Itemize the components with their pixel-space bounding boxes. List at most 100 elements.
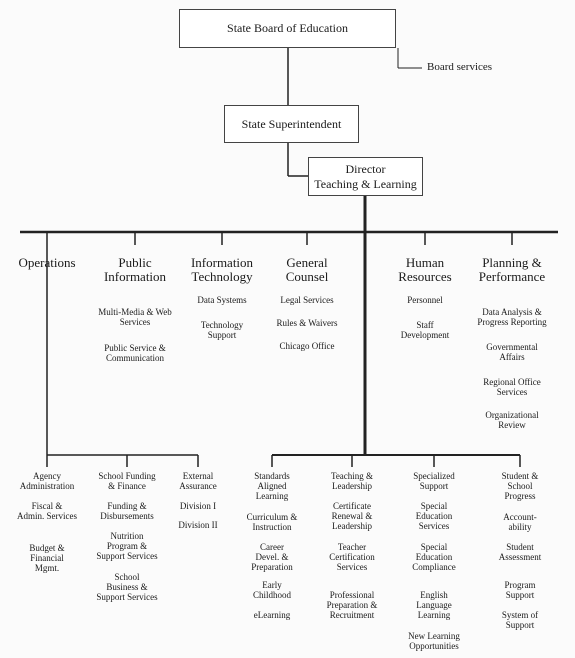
dept-1-item-line: Public Service &	[104, 343, 166, 353]
teaching-group-2-item-line: Education	[415, 552, 453, 562]
operations-group-1-item-line: Business &	[106, 582, 148, 592]
operations-group-2-item-line: External	[182, 471, 214, 481]
teaching-group-2-item-line: Opportunities	[409, 641, 459, 651]
dept-4-item: Personnel	[407, 295, 443, 305]
teaching-group-2-item-line: Education	[415, 511, 453, 521]
operations-group-1-item-line: Support Services	[96, 551, 158, 561]
teaching-group-1-item-line: Leadership	[332, 521, 372, 531]
dept-5-item-line: Organizational	[485, 410, 539, 420]
operations-group-0-item-line: Administration	[19, 481, 75, 491]
teaching-group-0-item-line: Learning	[255, 491, 289, 501]
operations-group-2-item-line: Assurance	[179, 481, 217, 491]
dept-2-name-line: Technology	[191, 269, 253, 284]
dept-3-name-line: Counsel	[285, 269, 329, 284]
operations-group-1-item: Funding &Disbursements	[100, 501, 154, 521]
dept-3-item: Legal Services	[280, 295, 333, 305]
dept-4-item-line: Personnel	[407, 295, 443, 305]
operations-group-0-item-line: Financial	[30, 553, 64, 563]
teaching-group-0-item-line: Childhood	[252, 590, 292, 600]
teaching-group-1-item-line: Professional	[329, 590, 375, 600]
teaching-group-1-item-line: Preparation &	[326, 600, 378, 610]
dept-5-item-line: Services	[496, 387, 528, 397]
teaching-group-2-item-line: English	[420, 590, 448, 600]
teaching-group-0-item-line: Devel. &	[255, 552, 289, 562]
dept-5-name-line: Planning &	[482, 255, 542, 270]
dept-2-item: Data Systems	[197, 295, 246, 305]
teaching-group-1-item-line: Leadership	[332, 481, 372, 491]
dept-5-item-line: Progress Reporting	[477, 317, 547, 327]
teaching-group-1-item: Teaching &Leadership	[331, 471, 373, 491]
teaching-group-3-item-line: Account-	[503, 512, 537, 522]
dept-4-name-line: Resources	[398, 269, 452, 284]
teaching-group-3-item-line: ability	[508, 522, 532, 532]
operations-group-0-item-line: Mgmt.	[34, 563, 60, 573]
director-subtitle: Teaching & Learning	[314, 176, 417, 191]
teaching-group-3-item-line: School	[507, 481, 533, 491]
teaching-group-3-item-line: Support	[505, 620, 535, 630]
teaching-group-1-item-line: Renewal &	[331, 511, 373, 521]
teaching-group-1-item-line: Certificate	[333, 501, 371, 511]
state-board-box: State Board of Education	[179, 9, 396, 48]
teaching-group-0-item-line: Instruction	[252, 522, 292, 532]
teaching-group-1-item-line: Teacher	[337, 542, 367, 552]
teaching-group-0-item-line: Early	[262, 580, 282, 590]
dept-1-name-line: Public	[118, 255, 152, 270]
operations-group-1-item-line: Disbursements	[100, 511, 154, 521]
operations-group-1-item-line: & Finance	[108, 481, 146, 491]
dept-4-item-line: Development	[400, 330, 450, 340]
dept-0-name: Operations	[18, 256, 75, 270]
dept-1-item-line: Multi-Media & Web	[98, 307, 172, 317]
dept-1-item-line: Services	[119, 317, 151, 327]
dept-2-item-line: Data Systems	[197, 295, 247, 305]
teaching-group-3-item-line: System of	[501, 610, 539, 620]
dept-2-name-line: Information	[190, 255, 254, 270]
teaching-group-1-item-line: Recruitment	[329, 610, 375, 620]
teaching-group-3-item-line: Assessment	[498, 552, 542, 562]
operations-group-1-item-line: Nutrition	[110, 531, 144, 541]
dept-3-item: Rules & Waivers	[276, 318, 337, 328]
operations-group-0-item-line: Agency	[33, 471, 61, 481]
operations-group-1-item-line: Funding &	[107, 501, 147, 511]
teaching-group-0-item-line: Preparation	[251, 562, 293, 572]
dept-3-name-line: General	[286, 255, 328, 270]
teaching-group-1-item-line: Certification	[329, 552, 375, 562]
teaching-group-0-item-line: eLearning	[253, 610, 291, 620]
teaching-group-2-item-line: Services	[418, 521, 450, 531]
dept-5-name: Planning &Performance	[479, 256, 545, 284]
teaching-group-1-item-line: Services	[336, 562, 368, 572]
teaching-group-2-item-line: Specialized	[413, 471, 455, 481]
teaching-group-3-item-line: Support	[505, 590, 535, 600]
operations-group-0-item-line: Admin. Services	[17, 511, 77, 521]
teaching-group-0-item-line: Curriculum &	[246, 512, 298, 522]
operations-group-1-item-line: Program &	[106, 541, 148, 551]
operations-group-0-item-line: Fiscal &	[31, 501, 63, 511]
state-board-label: State Board of Education	[227, 21, 348, 35]
state-superintendent-label: State Superintendent	[241, 116, 342, 131]
teaching-group-0-item: Curriculum &Instruction	[247, 512, 298, 532]
teaching-group-3-item-line: Progress	[504, 491, 536, 501]
operations-group-1-item-line: School Funding	[98, 471, 156, 481]
teaching-group-0-item-line: Aligned	[257, 481, 287, 491]
operations-group-2-item: Division I	[180, 501, 216, 511]
dept-5-item-line: Governmental	[486, 342, 538, 352]
teaching-group-2-item-line: Learning	[417, 610, 451, 620]
